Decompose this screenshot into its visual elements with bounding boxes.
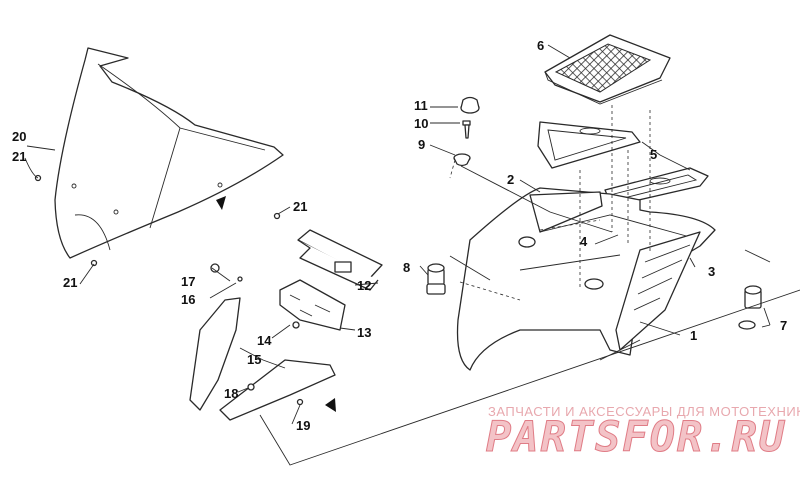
screw-10 bbox=[462, 120, 471, 139]
grille-6 bbox=[544, 34, 671, 105]
callout-4: 4 bbox=[580, 234, 588, 249]
screw-18 bbox=[247, 383, 255, 391]
callout-12: 12 bbox=[357, 278, 371, 293]
callout-21-bottom: 21 bbox=[63, 275, 77, 290]
callout-9: 9 bbox=[418, 137, 425, 152]
callout-15: 15 bbox=[247, 352, 261, 367]
washer-16 bbox=[237, 276, 243, 282]
callout-17: 17 bbox=[181, 274, 195, 289]
callout-10: 10 bbox=[414, 116, 428, 131]
callout-14: 14 bbox=[257, 333, 272, 348]
callout-5: 5 bbox=[650, 147, 657, 162]
lens-5-upper bbox=[537, 121, 641, 169]
guide-lines bbox=[449, 105, 651, 290]
callout-19: 19 bbox=[296, 418, 310, 433]
callout-3: 3 bbox=[708, 264, 715, 279]
gauge-7 bbox=[738, 285, 762, 330]
leader-lines bbox=[24, 44, 800, 466]
display-12 bbox=[297, 229, 383, 291]
callout-20: 20 bbox=[12, 129, 26, 144]
callout-6: 6 bbox=[537, 38, 544, 53]
callout-2: 2 bbox=[507, 172, 514, 187]
callout-8: 8 bbox=[403, 260, 410, 275]
screw-14 bbox=[292, 321, 300, 329]
arrow-marker bbox=[325, 398, 336, 412]
grommet-9 bbox=[453, 153, 471, 167]
callout-21-top: 21 bbox=[12, 149, 26, 164]
callout-labels: 1 2 3 4 5 6 7 8 9 10 11 12 13 14 15 16 1… bbox=[12, 38, 787, 433]
watermark-caption: ЗАПЧАСТИ И АКСЕССУАРЫ ДЛЯ МОТОТЕХНИКИ bbox=[488, 404, 800, 419]
callout-16: 16 bbox=[181, 292, 195, 307]
windshield bbox=[54, 47, 284, 259]
switch-8 bbox=[426, 263, 446, 295]
bracket-15 bbox=[189, 297, 336, 421]
callout-1: 1 bbox=[690, 328, 697, 343]
arrow-marker bbox=[216, 196, 226, 210]
callout-13: 13 bbox=[357, 325, 371, 340]
callout-18: 18 bbox=[224, 386, 238, 401]
callout-21-right: 21 bbox=[293, 199, 307, 214]
callout-11: 11 bbox=[414, 98, 428, 113]
cap-11 bbox=[460, 96, 480, 114]
bracket-13 bbox=[279, 279, 346, 331]
screw-19 bbox=[296, 398, 304, 406]
callout-7: 7 bbox=[780, 318, 787, 333]
nut-17 bbox=[210, 263, 220, 273]
watermark-logo: PARTSFOR.RU bbox=[485, 412, 787, 462]
hood-2 bbox=[456, 187, 716, 371]
